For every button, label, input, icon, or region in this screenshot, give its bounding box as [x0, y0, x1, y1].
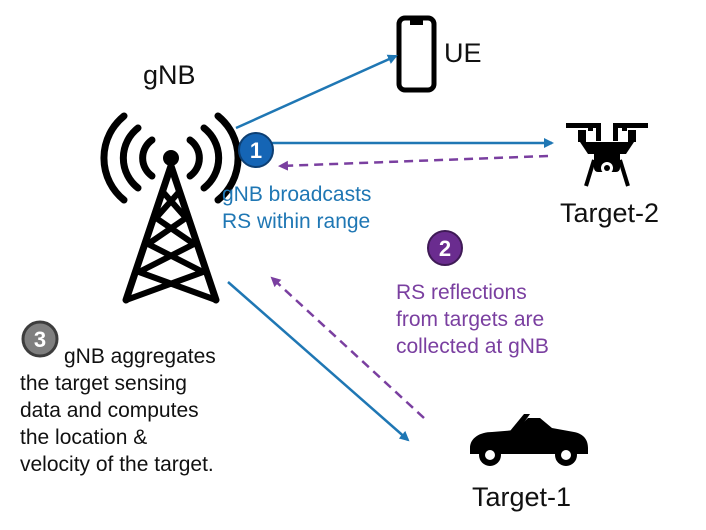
broadcast-arrows [227, 54, 554, 442]
reflection-arrows [270, 154, 549, 419]
step-2-line: RS reflections [396, 281, 527, 304]
target-1-label: Target-1 [472, 482, 572, 512]
step-3-line: the location & [20, 426, 148, 449]
step-3-line: data and computes [20, 399, 199, 422]
step-3-text: gNB aggregates the target sensing data a… [20, 343, 216, 478]
arrow-to-ue [235, 54, 398, 130]
step-2-line: collected at gNB [396, 335, 549, 358]
step-3-line: the target sensing [20, 372, 187, 395]
step-3-line: gNB aggregates [64, 345, 216, 368]
step-2-badge: 2 [427, 230, 463, 266]
cell-tower-icon [100, 112, 242, 304]
smartphone-icon [396, 15, 437, 93]
drone-icon [566, 123, 648, 187]
step-1-number: 1 [250, 138, 262, 163]
target-2-label: Target-2 [560, 198, 660, 228]
arrow-to-target1 [227, 281, 410, 442]
gnb-label: gNB [143, 60, 196, 90]
reflection-from-target1 [270, 276, 425, 419]
step-1-badge: 1 [238, 132, 274, 168]
step-3-line: velocity of the target. [20, 453, 214, 476]
step-1-text: gNB broadcasts RS within range [222, 181, 371, 235]
step-2-line: from targets are [396, 308, 545, 331]
step-2-text: RS reflections from targets are collecte… [396, 279, 549, 360]
ue-label: UE [444, 38, 482, 68]
step-1-line: gNB broadcasts [222, 183, 372, 206]
step-2-number: 2 [439, 236, 451, 261]
step-3-badge: 3 [21, 320, 59, 358]
step-1-line: RS within range [222, 210, 371, 233]
reflection-from-target2 [278, 154, 549, 171]
step-3-number: 3 [34, 327, 46, 352]
car-icon [470, 414, 588, 466]
